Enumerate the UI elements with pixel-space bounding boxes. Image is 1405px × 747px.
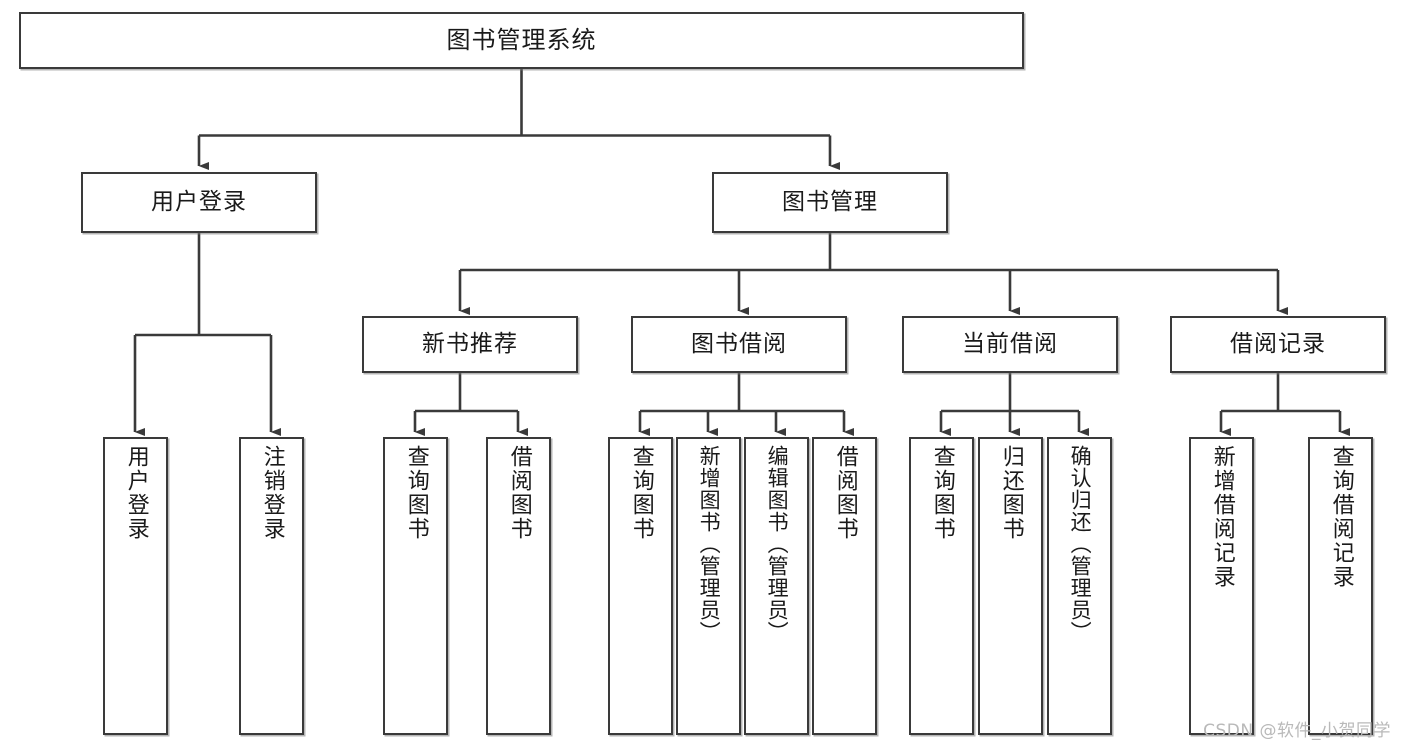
node-label: 图书管理系统 xyxy=(446,25,597,54)
leaf-user-login-signout[interactable]: 注销登录 xyxy=(239,437,304,735)
node-label: 编辑图书（管理员） xyxy=(765,445,790,643)
node-borrow-record[interactable]: 借阅记录 xyxy=(1170,316,1386,373)
node-label: 新增借阅记录 xyxy=(1209,445,1235,589)
leaf-new-book-borrow-book[interactable]: 借阅图书 xyxy=(486,437,551,735)
node-label: 借阅记录 xyxy=(1230,331,1326,358)
leaf-user-login-signin[interactable]: 用户登录 xyxy=(103,437,168,735)
node-label: 确认归还（管理员） xyxy=(1068,445,1093,643)
node-new-book-recommend[interactable]: 新书推荐 xyxy=(362,316,578,373)
node-book-borrow[interactable]: 图书借阅 xyxy=(631,316,847,373)
leaf-book-borrow-query-book[interactable]: 查询图书 xyxy=(608,437,673,735)
leaf-borrow-record-add-record[interactable]: 新增借阅记录 xyxy=(1189,437,1254,735)
leaf-new-book-query-book[interactable]: 查询图书 xyxy=(383,437,448,735)
leaf-borrow-record-query-record[interactable]: 查询借阅记录 xyxy=(1308,437,1373,735)
node-label: 用户登录 xyxy=(123,445,149,541)
node-label: 借阅图书 xyxy=(832,445,858,541)
node-label: 查询图书 xyxy=(628,445,654,541)
leaf-current-borrow-confirm-return-admin[interactable]: 确认归还（管理员） xyxy=(1047,437,1112,735)
node-label: 查询借阅记录 xyxy=(1328,445,1354,589)
leaf-current-borrow-query-book[interactable]: 查询图书 xyxy=(909,437,974,735)
node-label: 归还图书 xyxy=(998,445,1024,541)
leaf-current-borrow-return-book[interactable]: 归还图书 xyxy=(978,437,1043,735)
watermark-text: CSDN @软件_小贺同学 xyxy=(1203,721,1391,741)
node-label: 新增图书（管理员） xyxy=(697,445,722,643)
node-label: 当前借阅 xyxy=(962,331,1058,358)
node-label: 图书管理 xyxy=(782,189,878,216)
node-user-login[interactable]: 用户登录 xyxy=(81,172,317,233)
leaf-book-borrow-add-book-admin[interactable]: 新增图书（管理员） xyxy=(676,437,741,735)
node-label: 借阅图书 xyxy=(506,445,532,541)
node-label: 用户登录 xyxy=(151,189,247,216)
node-label: 查询图书 xyxy=(929,445,955,541)
node-label: 查询图书 xyxy=(403,445,429,541)
leaf-book-borrow-edit-book-admin[interactable]: 编辑图书（管理员） xyxy=(744,437,809,735)
node-label: 新书推荐 xyxy=(422,331,518,358)
node-current-borrow[interactable]: 当前借阅 xyxy=(902,316,1118,373)
node-book-management[interactable]: 图书管理 xyxy=(712,172,948,233)
node-label: 注销登录 xyxy=(259,445,285,541)
leaf-book-borrow-borrow-book[interactable]: 借阅图书 xyxy=(812,437,877,735)
node-root-book-management-system[interactable]: 图书管理系统 xyxy=(19,12,1024,69)
node-label: 图书借阅 xyxy=(691,331,787,358)
